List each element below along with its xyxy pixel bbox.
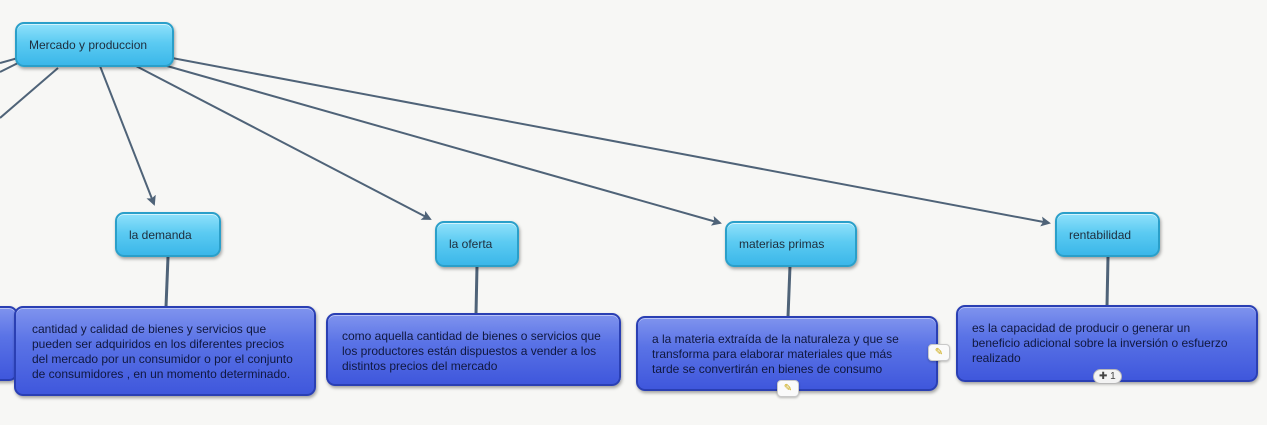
root-concept-label: Mercado y produccion — [29, 37, 148, 52]
description-text: como aquella cantidad de bienes o servic… — [342, 329, 601, 373]
link-root-materias — [159, 63, 722, 226]
link-oferta-desc — [474, 265, 479, 315]
sticky-note-icon[interactable]: ✎ — [928, 344, 950, 361]
description-text: es la capacidad de producir o generar un… — [972, 321, 1228, 365]
sticky-note-icon[interactable]: ✎ — [777, 380, 799, 397]
description-node-la-oferta[interactable]: como aquella cantidad de bienes o servic… — [326, 313, 621, 386]
link-offscreen-2 — [0, 62, 19, 73]
concept-label: la demanda — [129, 227, 192, 242]
concept-node-rentabilidad[interactable]: rentabilidad — [1055, 212, 1160, 257]
description-node-la-demanda[interactable]: cantidad y calidad de bienes y servicios… — [14, 306, 316, 396]
concept-label: la oferta — [449, 237, 493, 251]
link-offscreen-3 — [0, 67, 59, 119]
link-materias-desc — [786, 265, 792, 318]
note-glyph: ✎ — [783, 383, 793, 394]
plus-icon: ✚ — [1099, 371, 1108, 382]
concept-node-la-oferta[interactable]: la oferta — [435, 221, 519, 267]
link-root-rentabilidad — [171, 57, 1051, 227]
concept-node-materias-primas[interactable]: materias primas — [725, 221, 857, 267]
link-root-oferta — [135, 65, 432, 220]
description-text: a la materia extraída de la naturaleza y… — [652, 332, 899, 376]
link-rentabilidad-desc — [1105, 256, 1110, 307]
concept-label: materias primas — [739, 237, 825, 251]
description-node-rentabilidad[interactable]: es la capacidad de producir o generar un… — [956, 305, 1258, 382]
concept-node-la-demanda[interactable]: la demanda — [115, 212, 221, 257]
description-text: cantidad y calidad de bienes y servicios… — [32, 322, 293, 381]
link-root-demanda — [99, 65, 156, 206]
expand-count: 1 — [1110, 371, 1116, 382]
expand-badge[interactable]: ✚ 1 — [1093, 369, 1122, 384]
note-glyph: ✎ — [934, 347, 944, 358]
concept-label: rentabilidad — [1069, 227, 1132, 242]
link-demanda-desc — [164, 256, 170, 308]
root-concept-node[interactable]: Mercado y produccion — [15, 22, 174, 67]
